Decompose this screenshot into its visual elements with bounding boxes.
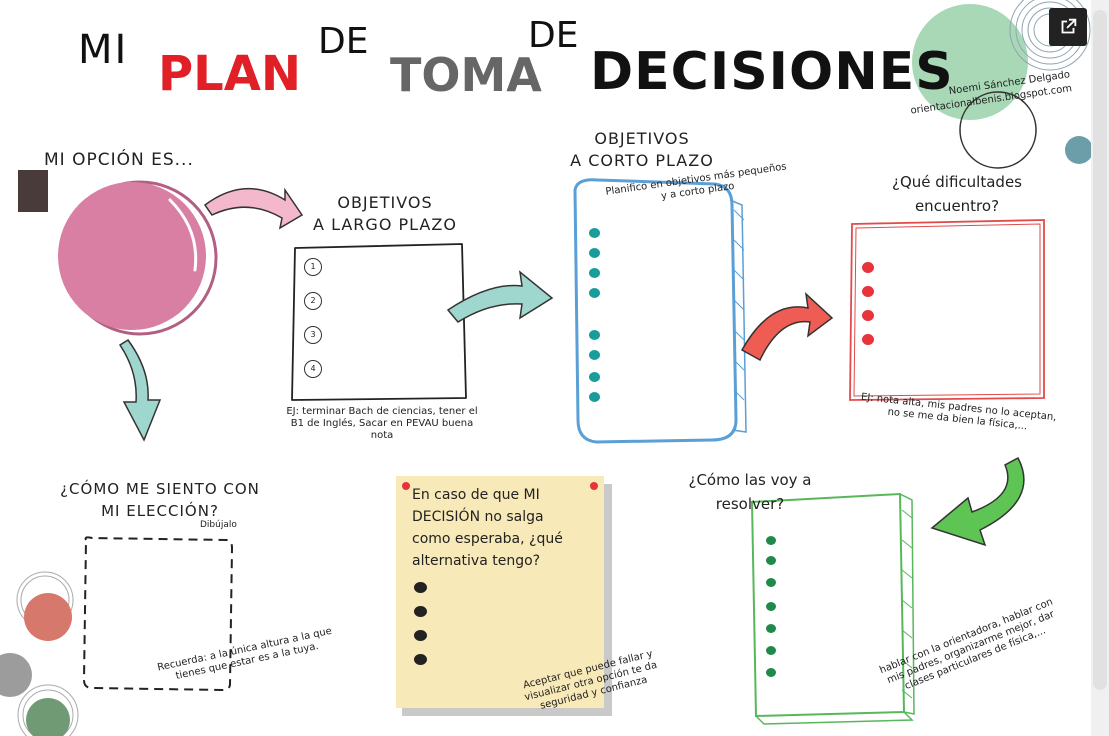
postit-note bbox=[396, 476, 604, 708]
largo-plazo-number-3: 3 bbox=[304, 326, 322, 344]
corto-plazo-heading-line2: A CORTO PLAZO bbox=[570, 151, 714, 170]
resolver-bullet bbox=[766, 646, 776, 655]
largo-plazo-box bbox=[291, 243, 467, 401]
corto-plazo-frame bbox=[573, 178, 738, 444]
salmon-circle-left bbox=[24, 593, 72, 641]
largo-plazo-example: EJ: terminar Bach de ciencias, tener el … bbox=[286, 406, 478, 441]
title-word-de-2: DE bbox=[528, 15, 579, 56]
corto-plazo-bullet bbox=[589, 268, 600, 278]
alternativa-question: En caso de que MI DECISIÓN no salga como… bbox=[412, 487, 563, 569]
dibujo-dashed-box bbox=[82, 536, 234, 692]
resolver-heading-line2: resolver? bbox=[715, 495, 785, 513]
dark-square-left bbox=[18, 170, 48, 212]
alternativa-bullet bbox=[414, 606, 427, 617]
dificultades-bullet bbox=[862, 286, 874, 297]
postit-pin-right bbox=[590, 482, 598, 490]
alternativa-bullet bbox=[414, 630, 427, 641]
dificultades-bullet bbox=[862, 334, 874, 345]
como-me-siento-heading-line1: ¿CÓMO ME SIENTO CON bbox=[60, 480, 260, 498]
red-arrow bbox=[740, 292, 834, 362]
corto-plazo-bullet bbox=[589, 330, 600, 340]
resolver-heading-line1: ¿Cómo las voy a bbox=[688, 471, 812, 489]
teal-dot-right bbox=[1065, 136, 1093, 164]
title-word-de-1: DE bbox=[318, 21, 369, 62]
green-circle-bottom-left bbox=[26, 698, 70, 736]
corto-plazo-bullet bbox=[589, 228, 600, 238]
title-word-toma: TOMA bbox=[390, 48, 542, 102]
resolver-bullet bbox=[766, 578, 776, 587]
scrollbar-thumb[interactable] bbox=[1093, 10, 1107, 690]
como-me-siento-heading: ¿CÓMO ME SIENTO CON MI ELECCIÓN? bbox=[40, 478, 280, 522]
dificultades-bullet bbox=[862, 310, 874, 321]
como-me-siento-heading-line2: MI ELECCIÓN? bbox=[101, 502, 219, 520]
dificultades-heading-line1: ¿Qué dificultades bbox=[892, 173, 1022, 191]
corto-plazo-bullet bbox=[589, 248, 600, 258]
corto-plazo-heading: OBJETIVOS A CORTO PLAZO bbox=[552, 128, 732, 172]
dificultades-heading: ¿Qué dificultades encuentro? bbox=[862, 170, 1052, 218]
alternativa-bullet bbox=[414, 582, 427, 593]
title-word-plan: PLAN bbox=[158, 46, 302, 102]
outline-circle-top-right bbox=[959, 91, 1037, 169]
dificultades-bullet bbox=[862, 262, 874, 273]
largo-plazo-number-2: 2 bbox=[304, 292, 322, 310]
postit-pin-left bbox=[402, 482, 410, 490]
resolver-bullet bbox=[766, 536, 776, 545]
dibujalo-hint: Dibújalo bbox=[200, 520, 237, 530]
largo-plazo-heading-line1: OBJETIVOS bbox=[337, 193, 433, 212]
green-arrow bbox=[930, 456, 1025, 547]
alternativa-bullet bbox=[414, 654, 427, 665]
corto-plazo-heading-line1: OBJETIVOS bbox=[594, 129, 690, 148]
corto-plazo-bullet bbox=[589, 372, 600, 382]
external-link-icon bbox=[1061, 18, 1077, 34]
largo-plazo-heading-line2: A LARGO PLAZO bbox=[313, 215, 457, 234]
largo-plazo-number-4: 4 bbox=[304, 360, 322, 378]
largo-plazo-heading: OBJETIVOS A LARGO PLAZO bbox=[300, 192, 470, 236]
resolver-bullet bbox=[766, 624, 776, 633]
resolver-heading: ¿Cómo las voy a resolver? bbox=[650, 468, 850, 516]
teal-down-arrow bbox=[118, 338, 162, 442]
largo-plazo-number-1: 1 bbox=[304, 258, 322, 276]
resolver-bullet bbox=[766, 602, 776, 611]
page-scrollbar[interactable] bbox=[1091, 0, 1109, 736]
corto-plazo-bullet bbox=[589, 392, 600, 402]
pink-arrow bbox=[203, 187, 304, 230]
corto-plazo-bullet bbox=[589, 350, 600, 360]
title-word-mi: MI bbox=[78, 27, 129, 73]
external-link-button[interactable] bbox=[1049, 8, 1087, 46]
grey-circle-left bbox=[0, 653, 32, 697]
mi-opcion-heading: MI OPCIÓN ES... bbox=[44, 150, 194, 170]
corto-plazo-bullet bbox=[589, 288, 600, 298]
resolver-bullet bbox=[766, 556, 776, 565]
pink-option-circle bbox=[58, 182, 206, 330]
teal-arrow-right bbox=[446, 270, 554, 323]
title-word-decisiones: DECISIONES bbox=[590, 42, 954, 102]
dificultades-frame bbox=[849, 219, 1045, 401]
resolver-bullet bbox=[766, 668, 776, 677]
dificultades-heading-line2: encuentro? bbox=[914, 197, 1000, 215]
green-blob-top-right bbox=[912, 4, 1028, 120]
